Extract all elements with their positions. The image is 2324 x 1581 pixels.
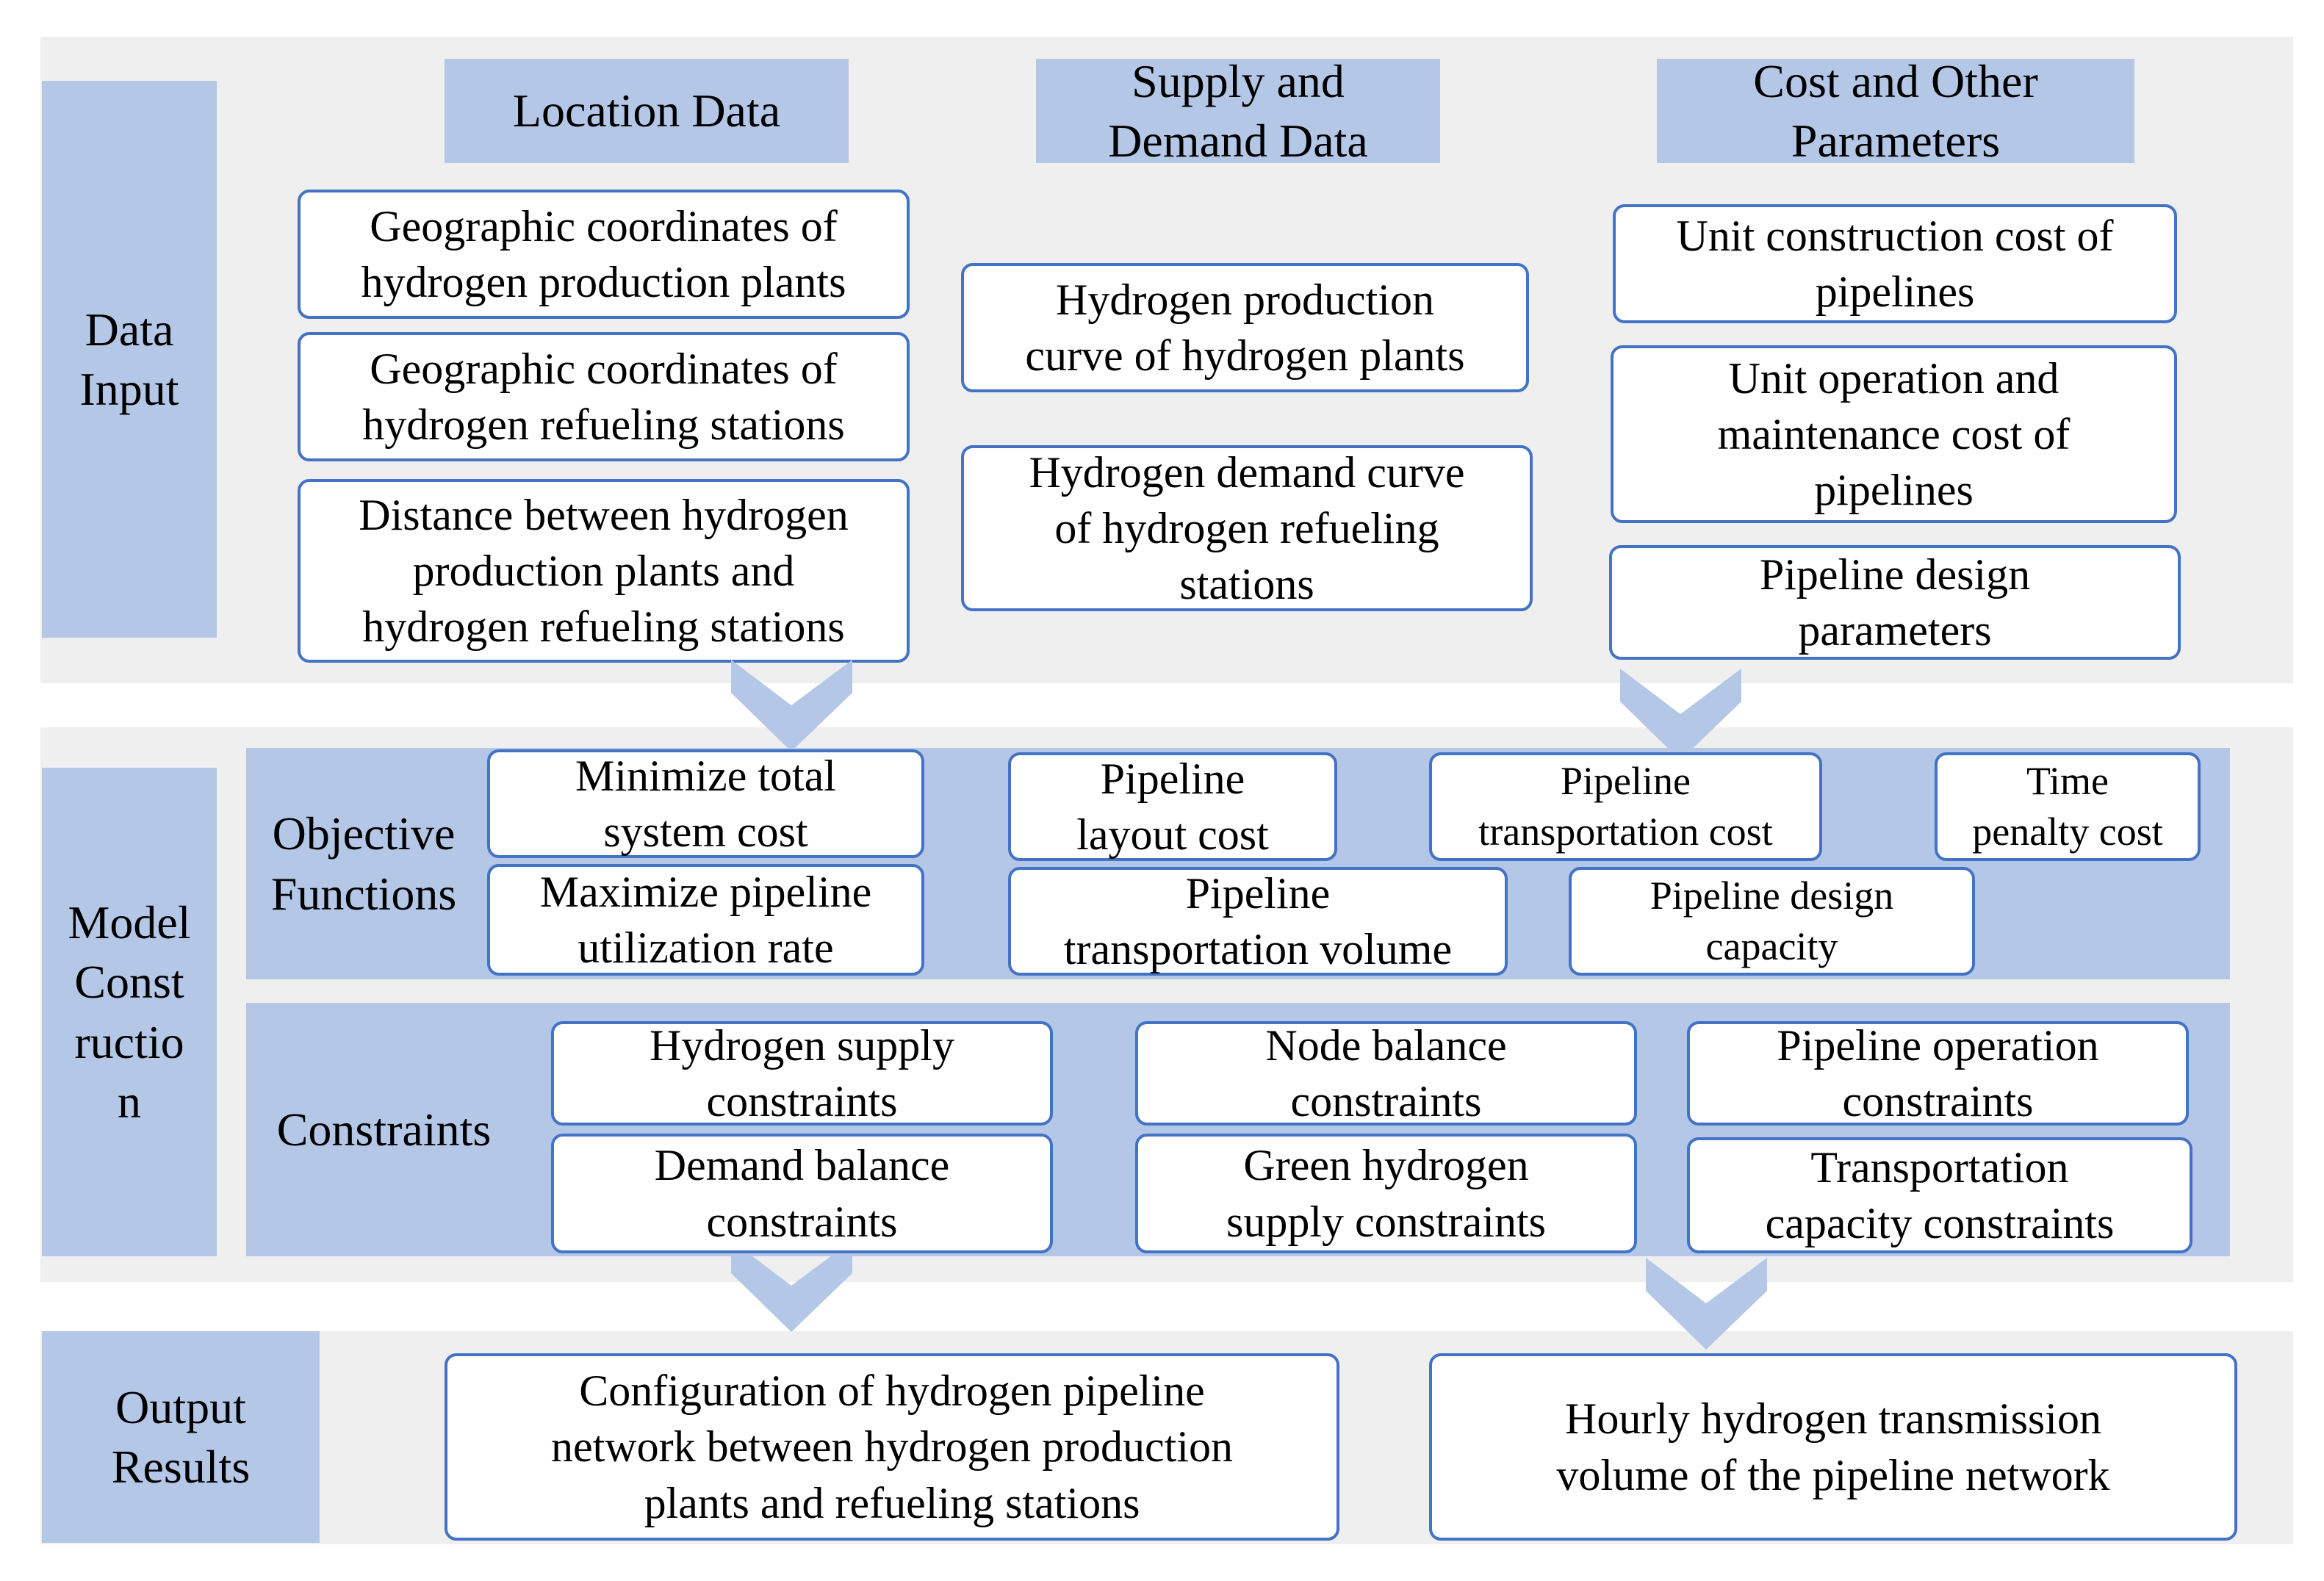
minimize-total-cost-box: Minimize total system cost	[487, 749, 924, 858]
plus-icon	[1354, 781, 1417, 843]
constraint-item: Hydrogen supply constraints	[551, 1021, 1053, 1126]
equals-icon	[931, 902, 982, 937]
constraint-item: Pipeline operation constraints	[1687, 1021, 2189, 1126]
pipeline-layout-cost-box: Pipeline layout cost	[1008, 752, 1337, 861]
cost-item: Unit construction cost of pipelines	[1613, 204, 2177, 323]
pipeline-design-capacity-box: Pipeline design capacity	[1569, 867, 1975, 976]
chevron-down-icon	[1646, 1258, 1767, 1350]
supply-demand-item: Hydrogen demand curve of hydrogen refuel…	[961, 445, 1533, 611]
pipeline-transport-volume-box: Pipeline transportation volume	[1008, 867, 1508, 976]
constraint-item: Green hydrogen supply constraints	[1135, 1134, 1637, 1253]
supply-demand-item: Hydrogen production curve of hydrogen pl…	[961, 263, 1529, 392]
constraints-label: Constraints	[276, 1103, 492, 1156]
cost-item: Pipeline design parameters	[1609, 545, 2181, 660]
location-item: Distance between hydrogen production pla…	[298, 479, 910, 663]
plus-icon	[1844, 781, 1907, 843]
output-item: Hourly hydrogen transmission volume of t…	[1429, 1353, 2237, 1541]
location-item: Geographic coordinates of hydrogen refue…	[298, 332, 910, 461]
cost-parameters-header: Cost and Other Parameters	[1657, 55, 2134, 167]
cost-item: Unit operation and maintenance cost of p…	[1611, 345, 2177, 523]
pipeline-transport-cost-box: Pipeline transportation cost	[1429, 752, 1822, 861]
location-data-header: Location Data	[445, 59, 849, 163]
location-item: Geographic coordinates of hydrogen produ…	[298, 190, 910, 319]
constraint-item: Node balance constraints	[1135, 1021, 1637, 1126]
equals-icon	[931, 790, 982, 825]
chevron-down-icon	[731, 1240, 852, 1332]
section-label-output-results: Output Results	[42, 1331, 320, 1543]
output-item: Configuration of hydrogen pipeline netwo…	[445, 1353, 1339, 1541]
constraint-item: Demand balance constraints	[551, 1134, 1053, 1253]
section-label-model-construction: Model Const ructio n	[42, 768, 217, 1256]
section-label-data-input: Data Input	[42, 81, 217, 638]
objective-functions-label: Objective Functions	[270, 807, 457, 920]
constraint-item: Transportation capacity constraints	[1687, 1137, 2192, 1253]
supply-demand-data-header: Supply and Demand Data	[1036, 55, 1440, 167]
maximize-utilization-box: Maximize pipeline utilization rate	[487, 864, 924, 976]
time-penalty-cost-box: Time penalty cost	[1935, 752, 2201, 861]
chevron-down-icon	[731, 660, 852, 752]
chevron-down-icon	[1620, 669, 1741, 760]
divide-icon	[1514, 895, 1572, 954]
